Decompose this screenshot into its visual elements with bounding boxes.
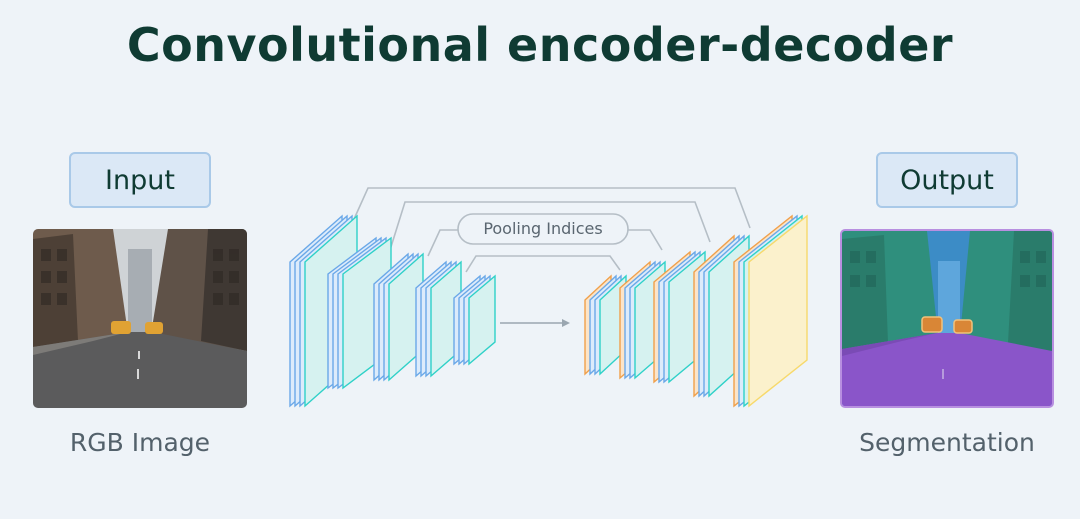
output-label: Output [900, 164, 994, 196]
skip-connection-1 [349, 187, 751, 229]
decoder-blocks [584, 214, 808, 408]
skip-connection-5 [465, 255, 621, 273]
encoder-decoder-network: Pooling Indices [289, 187, 808, 408]
encoder-blocks [289, 214, 496, 408]
bottleneck-arrow-head [562, 319, 570, 327]
encoder-block-5-layer-3 [468, 274, 496, 366]
skip-connection-2 [389, 201, 711, 251]
pooling-indices-label: Pooling Indices [483, 219, 602, 238]
output-caption: Segmentation [859, 428, 1035, 457]
input-rgb-image [33, 229, 247, 408]
input-label-box: Input [69, 152, 211, 208]
output-segmentation-image [840, 229, 1054, 408]
pooling-indices-pill [457, 213, 629, 245]
skip-connection-3 [427, 229, 458, 257]
input-label: Input [105, 164, 175, 196]
output-label-box: Output [876, 152, 1018, 208]
decoder-block-5-layer-3 [748, 214, 808, 408]
skip-connections [349, 187, 751, 273]
input-caption: RGB Image [69, 428, 211, 457]
diagram-title: Convolutional encoder-decoder [126, 18, 954, 72]
skip-connection-4 [628, 229, 663, 251]
